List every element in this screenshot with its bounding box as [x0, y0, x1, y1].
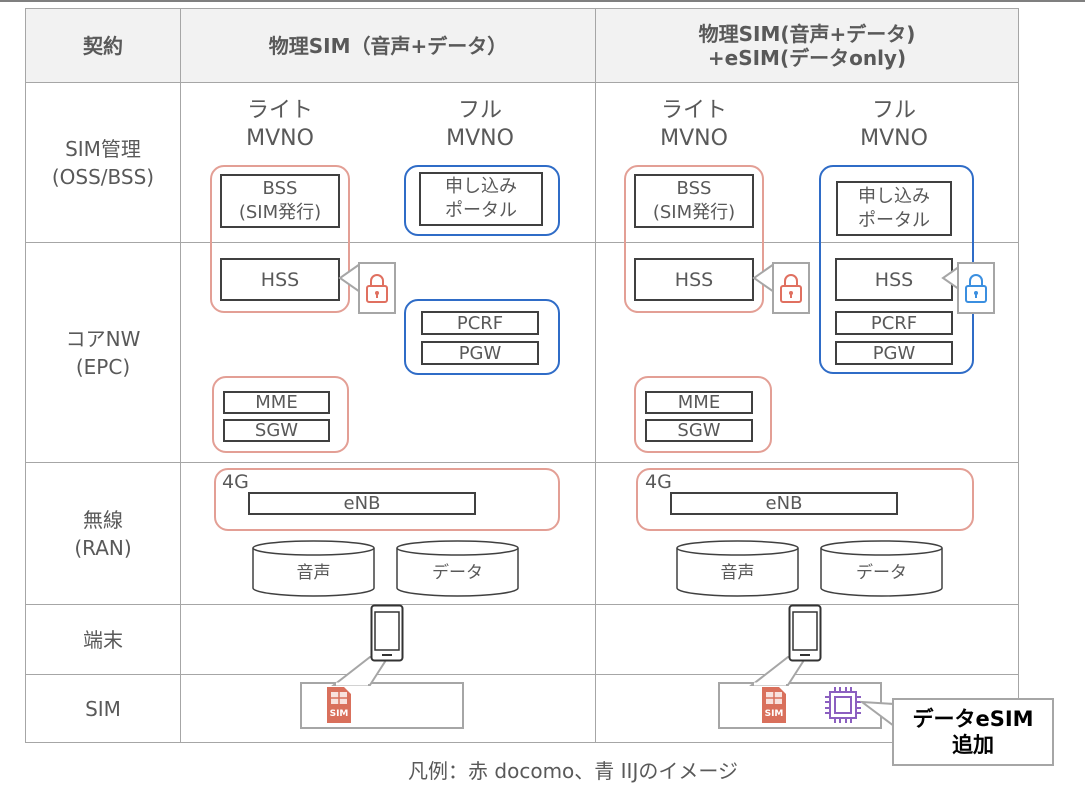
sim-card-label: SIM [329, 709, 349, 719]
grid-line [25, 82, 1019, 83]
esim-callout-pointer [860, 700, 896, 728]
pgw-box-right: PGW [835, 341, 953, 365]
enb-box-right: eNB [670, 492, 898, 515]
data-cylinder-right [820, 540, 943, 597]
grid-line [25, 8, 1019, 9]
row-label-sim-management: SIM管理 (OSS/BSS) [51, 136, 155, 189]
hss-box-iij: HSS [835, 258, 953, 301]
enb-box: eNB [248, 492, 476, 515]
grid-line [180, 8, 181, 742]
lock-icon-blue [965, 274, 987, 303]
sim-card-icon-right: SIM [761, 686, 787, 724]
portal-box-right: 申し込み ポータル [836, 181, 952, 236]
bss-box-right: BSS (SIM発行) [634, 174, 754, 228]
hss-box: HSS [220, 258, 340, 301]
4g-label-right: 4G [645, 471, 672, 493]
legend: 凡例：赤 docomo、青 IIJのイメージ [408, 759, 738, 783]
grid-line [595, 8, 596, 742]
pcrf-box-right: PCRF [835, 311, 953, 335]
grid-line [25, 462, 1019, 463]
pgw-box: PGW [421, 341, 539, 365]
data-label-right: データ [856, 563, 907, 583]
esim-chip-icon [825, 687, 861, 723]
full-mvno-label: フル MVNO [446, 98, 514, 151]
lock-icon-red [780, 274, 802, 303]
smartphone-icon-right [788, 604, 822, 662]
grid-line [25, 742, 1019, 743]
light-mvno-label: ライト MVNO [246, 98, 314, 151]
sgw-box-right: SGW [645, 419, 753, 442]
grid-line [25, 604, 1019, 605]
mme-box-right: MME [645, 391, 753, 414]
grid-line [1018, 8, 1019, 742]
row-label-core-network: コアNW (EPC) [65, 326, 141, 379]
docomo-bss-hss-group-right [624, 165, 764, 313]
row-label-device: 端末 [83, 627, 123, 652]
docomo-ran-group-right [636, 468, 974, 531]
row-label-radio: 無線 (RAN) [74, 507, 132, 560]
iij-pcrf-pgw-group [404, 299, 560, 375]
hss-box-right: HSS [634, 258, 754, 301]
sim-tray-right [718, 682, 882, 729]
table-header [25, 8, 1018, 82]
bss-box: BSS (SIM発行) [220, 174, 340, 228]
grid-line [25, 242, 1019, 243]
header-contract: 契約 [83, 33, 123, 58]
sgw-box: SGW [223, 419, 330, 442]
voice-cylinder [252, 540, 375, 597]
smartphone-icon [370, 604, 404, 662]
iij-portal-group [404, 165, 560, 236]
mme-box: MME [223, 391, 330, 414]
voice-label: 音声 [296, 563, 331, 583]
full-mvno-label-right: フル MVNO [860, 98, 928, 151]
pcrf-box: PCRF [421, 311, 539, 335]
header-physical-plus-esim: 物理SIM(音声+データ) +eSIM(データonly) [698, 21, 916, 70]
lock-callout [358, 262, 396, 314]
grid-line [25, 8, 26, 742]
sim-tray [300, 682, 464, 729]
docomo-bss-hss-group [210, 165, 350, 313]
voice-cylinder-right [676, 540, 799, 597]
sim-card-icon: SIM [326, 686, 352, 724]
header-physical-sim: 物理SIM（音声+データ） [268, 33, 508, 58]
sim-card-label-right: SIM [764, 709, 784, 719]
lock-callout-blue [957, 262, 995, 314]
portal-box: 申し込み ポータル [419, 172, 543, 226]
top-rule [0, 0, 1085, 2]
lock-icon-red [366, 274, 388, 303]
row-label-sim: SIM [85, 696, 121, 721]
light-mvno-label-right: ライト MVNO [660, 98, 728, 151]
data-label: データ [432, 563, 483, 583]
grid-line [25, 674, 1019, 675]
data-cylinder [396, 540, 519, 597]
4g-label: 4G [222, 471, 249, 493]
voice-label-right: 音声 [720, 563, 755, 583]
lock-callout-right [772, 262, 810, 314]
esim-added-callout: データeSIM 追加 [892, 698, 1054, 766]
docomo-mme-sgw-group [212, 376, 349, 453]
docomo-ran-group [214, 468, 560, 531]
docomo-mme-sgw-group-right [634, 376, 772, 453]
